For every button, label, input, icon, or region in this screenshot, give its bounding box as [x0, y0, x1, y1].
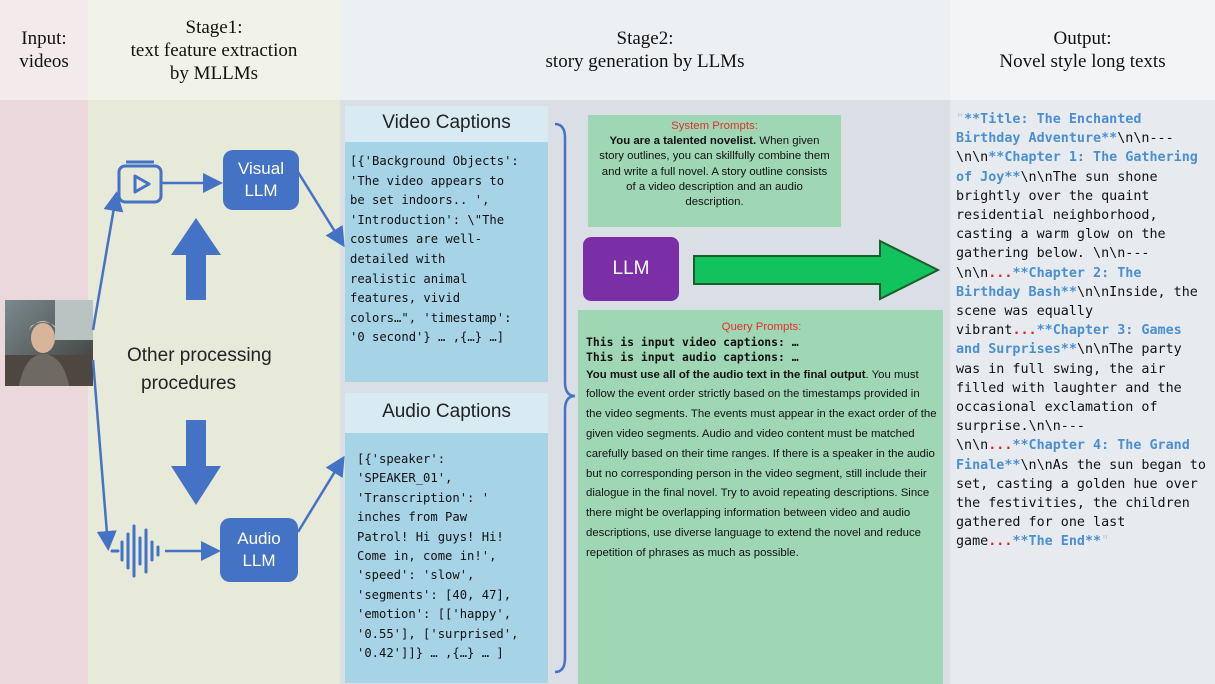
output-end: **The End**	[1012, 534, 1102, 550]
audio-captions-title: Audio Captions	[382, 401, 511, 422]
header-band-input	[0, 0, 88, 100]
header-band-stage2	[340, 0, 950, 100]
visual-llm-node: Visual LLM	[223, 150, 299, 210]
system-prompt-box: System Prompts: You are a talented novel…	[588, 115, 841, 227]
video-caption-line: [{'Background Objects':	[350, 154, 519, 168]
video-captions-title: Video Captions	[382, 112, 511, 133]
output-text2: \n\nInside, the scene was equally vibran…	[956, 284, 1198, 339]
output-header: Output: Novel style long texts	[950, 0, 1215, 100]
query-prompt-bold: You must use all of the audio text in th…	[586, 368, 866, 381]
audio-caption-line: 'SPEAKER_01',	[357, 471, 453, 486]
stage1-header-line1: Stage1:	[185, 16, 243, 38]
output-text1: \n\nThe sun shone brightly over the quai…	[956, 169, 1166, 281]
visual-llm-line2: LLM	[244, 181, 278, 200]
output-sep1: \n\n---\n\n	[956, 131, 1174, 166]
header-band-output	[950, 0, 1215, 100]
audio-llm-line1: Audio	[237, 529, 281, 548]
video-caption-line: detailed with	[350, 251, 446, 266]
header-band-stage1	[88, 0, 340, 100]
other-processing-label: Other processing procedures	[127, 342, 317, 398]
query-prompt-body: You must use all of the audio text in th…	[586, 366, 937, 564]
stage2-header: Stage2: story generation by LLMs	[340, 0, 950, 100]
audio-caption-line: Come in, come in!',	[357, 549, 497, 564]
output-chapter4: **Chapter 4: The Grand Finale**	[956, 438, 1190, 473]
query-prompt-line2: This is input audio captions: …	[586, 350, 799, 365]
output-ellipsis3: ...	[988, 438, 1013, 454]
visual-llm-line1: Visual	[238, 159, 284, 178]
output-column-bg	[950, 0, 1215, 684]
system-prompt-body: You are a talented novelist. When given …	[596, 134, 833, 210]
system-prompt-bold: You are a talented novelist.	[609, 135, 757, 148]
output-header-line1: Output:	[1053, 28, 1112, 49]
video-frame-image	[5, 300, 93, 386]
audio-llm-node: Audio LLM	[220, 518, 298, 582]
audio-caption-line: 'segments': [40, 47],	[357, 587, 512, 602]
audio-llm-line2: LLM	[242, 551, 276, 570]
other-processing-line2: procedures	[141, 373, 237, 394]
system-prompt-title: System Prompts:	[671, 120, 758, 132]
audio-captions-text: [{'speaker': 'SPEAKER_01', 'Transcriptio…	[357, 450, 547, 663]
other-processing-line1: Other processing	[127, 345, 272, 366]
stage2-header-line1: Stage2:	[616, 28, 674, 49]
output-ellipsis1: ...	[988, 265, 1013, 281]
llm-node: LLM	[583, 237, 679, 301]
output-quote-open: "	[956, 112, 965, 127]
query-prompt-text: . You must follow the event order strict…	[586, 368, 937, 559]
video-caption-line: costumes are well-	[350, 232, 483, 247]
video-caption-line: 'Introduction': \"The	[350, 212, 505, 227]
video-caption-line: 'The video appears to	[350, 173, 505, 188]
query-prompt-box: Query Prompts: This is input video capti…	[578, 310, 943, 684]
input-header: Input: videos	[0, 0, 88, 100]
output-chapter2: **Chapter 2: The Birthday Bash**	[956, 265, 1142, 300]
video-caption-line: be set indoors.. ',	[350, 193, 490, 208]
output-text4: \n\nAs the sun began to set, casting a g…	[956, 457, 1206, 550]
video-caption-line: '0 second'} … ,{…} …]	[350, 330, 505, 345]
stage2-header-line2: story generation by LLMs	[545, 51, 745, 72]
audio-caption-line: '0.55'], ['surprised',	[357, 626, 519, 641]
audio-caption-line: '0.42']]} … ,{…} … ]	[357, 646, 504, 661]
audio-caption-line: 'emotion': [['happy',	[357, 607, 512, 622]
input-header-line2: videos	[19, 51, 69, 72]
query-prompt-title: Query Prompts:	[721, 321, 802, 333]
video-caption-line: realistic animal	[350, 271, 468, 286]
audio-caption-line: inches from Paw	[357, 510, 468, 525]
stage1-header: Stage1: text feature extraction by MLLMs	[88, 0, 340, 100]
audio-caption-line: 'speed': 'slow',	[357, 568, 475, 583]
output-text3: \n\nThe party was in full swing, the air…	[956, 342, 1182, 454]
video-captions-text: [{'Background Objects': 'The video appea…	[350, 152, 548, 348]
video-captions-title-box	[345, 106, 548, 142]
input-video-thumbnail	[5, 300, 93, 386]
system-prompt-text: When given story outlines, you can skill…	[599, 135, 830, 209]
video-play-icon	[117, 160, 163, 204]
input-header-line1: Input:	[21, 28, 67, 49]
audio-caption-line: Patrol! Hi guys! Hi!	[357, 529, 504, 544]
stage1-diagram-lines	[91, 171, 345, 561]
output-ellipsis2: ...	[1012, 323, 1037, 339]
generation-arrow	[693, 239, 941, 301]
output-quote-close: "	[1101, 534, 1110, 550]
audio-waveform-icon	[110, 524, 160, 578]
audio-captions-box	[345, 433, 548, 683]
audio-caption-line: [{'speaker':	[357, 452, 446, 466]
stage1-header-line2: text feature extraction	[130, 39, 298, 61]
query-prompt-line1: This is input video captions: …	[586, 335, 799, 350]
stage1-header-line3: by MLLMs	[169, 62, 259, 84]
video-caption-line: features, vivid	[350, 291, 461, 306]
video-caption-line: colors…", 'timestamp':	[350, 310, 512, 325]
output-header-line2: Novel style long texts	[999, 51, 1166, 72]
output-ellipsis4: ...	[988, 534, 1013, 550]
caption-brace	[554, 122, 576, 674]
llm-node-label: LLM	[612, 258, 650, 279]
audio-captions-title-box	[345, 393, 548, 433]
stage1-column-bg	[88, 0, 340, 684]
output-novel-text: "**Title: The Enchanted Birthday Adventu…	[956, 110, 1212, 552]
output-chapter1: **Chapter 1: The Gathering of Joy**	[956, 150, 1198, 185]
output-title: **Title: The Enchanted Birthday Adventur…	[956, 112, 1142, 147]
output-chapter3: **Chapter 3: Games and Surprises**	[956, 323, 1182, 358]
video-captions-box	[345, 142, 548, 382]
audio-caption-line: 'Transcription': '	[357, 490, 490, 505]
